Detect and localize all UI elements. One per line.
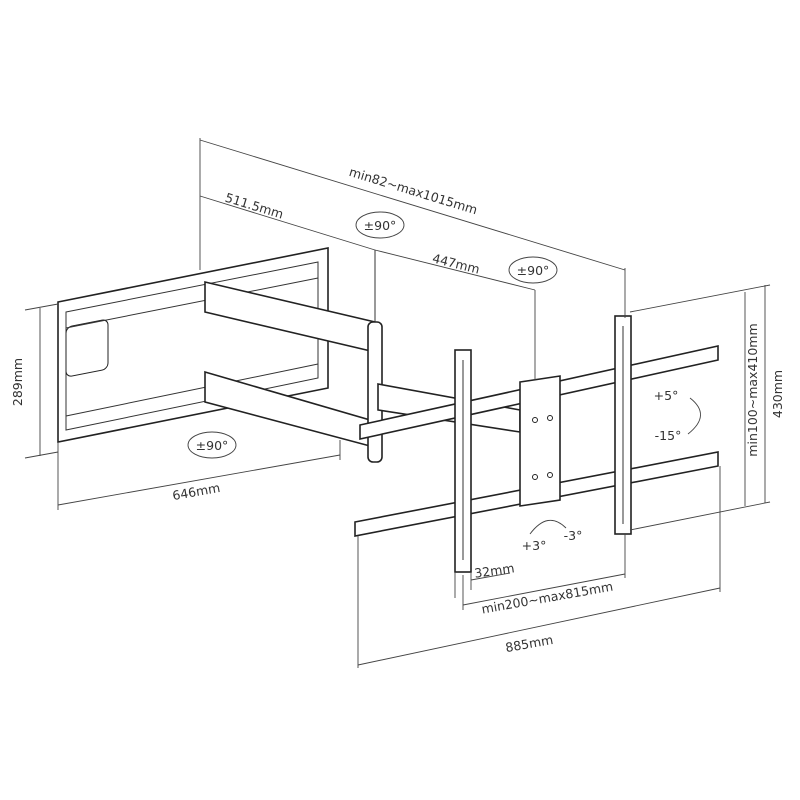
arm-second-label: 447mm xyxy=(431,251,481,277)
thickness-label: 32mm xyxy=(473,560,515,580)
horizontal-vesa-label: min200~max815mm xyxy=(480,579,614,617)
swivel-top-label: ±90° xyxy=(364,218,397,233)
rotate-plus-label: +3° xyxy=(522,538,547,553)
bracket-height-label: 430mm xyxy=(770,370,785,418)
vertical-brackets xyxy=(454,315,632,573)
swivel-ellipse xyxy=(355,211,405,239)
tilt-up-label: +5° xyxy=(654,388,679,403)
vertical-vesa-label: min100~max410mm xyxy=(745,323,760,456)
rotate-minus-label: -3° xyxy=(564,528,583,543)
arm-first-label: 511.5mm xyxy=(223,190,285,222)
wall-plate-height-label: 289mm xyxy=(10,358,25,406)
rail-width-label: 885mm xyxy=(504,632,554,655)
dimension-lines xyxy=(24,138,771,668)
vesa-plate xyxy=(519,375,561,507)
swivel-ellipse xyxy=(187,431,237,459)
swivel-ellipse xyxy=(508,256,558,284)
tilt-down-label: -15° xyxy=(655,428,682,443)
swivel-mid-label: ±90° xyxy=(517,263,550,278)
swivel-wall-label: ±90° xyxy=(196,438,229,453)
